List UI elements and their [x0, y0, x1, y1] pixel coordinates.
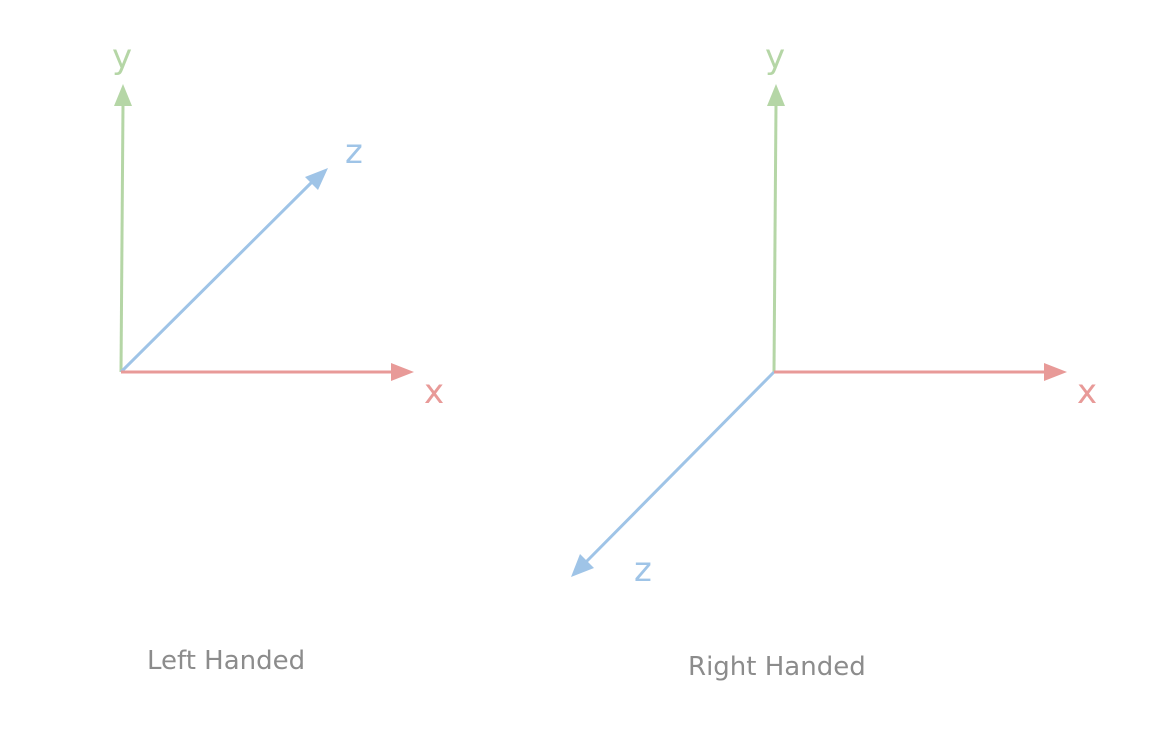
left-x-axis-label: x — [424, 372, 444, 412]
left-z-axis-label: z — [345, 132, 363, 172]
left-handed-system: y z x Left Handed — [112, 37, 444, 676]
right-handed-caption: Right Handed — [688, 652, 866, 682]
left-y-axis-line — [119, 103, 125, 373]
right-z-axis-label: z — [634, 550, 652, 590]
right-z-axis-arrowhead — [571, 554, 594, 577]
right-x-axis-label: x — [1077, 372, 1097, 412]
right-y-axis-arrowhead — [767, 84, 785, 106]
right-z-axis-line — [582, 370, 776, 566]
right-y-axis-line — [772, 103, 778, 373]
right-y-axis-label: y — [765, 37, 785, 77]
left-z-axis-line — [119, 178, 316, 374]
right-handed-system: y z x Right Handed — [571, 37, 1097, 682]
left-y-axis-arrowhead — [114, 84, 132, 106]
right-x-axis-arrowhead — [1044, 363, 1067, 381]
left-handed-caption: Left Handed — [147, 646, 305, 676]
left-z-axis-arrowhead — [305, 168, 328, 190]
left-y-axis-label: y — [112, 37, 132, 77]
left-x-axis-arrowhead — [391, 363, 414, 381]
